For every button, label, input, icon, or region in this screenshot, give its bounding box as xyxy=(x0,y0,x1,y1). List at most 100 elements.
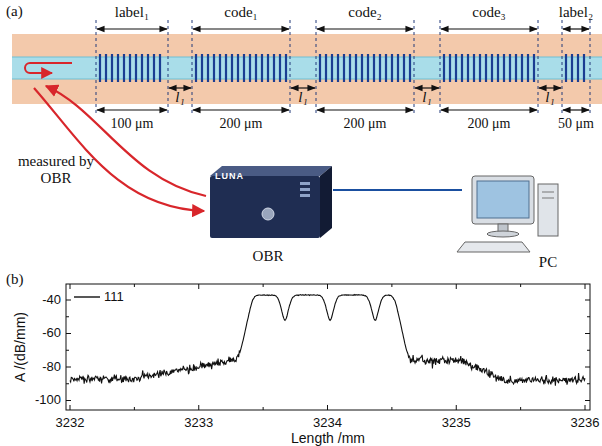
boundary-dash xyxy=(414,20,415,116)
grating-line xyxy=(225,54,227,82)
grating-line xyxy=(373,54,375,82)
grating-line xyxy=(243,54,245,82)
pc-tower xyxy=(538,184,558,236)
reflection-trace xyxy=(70,294,585,385)
legend-line-sample xyxy=(74,296,100,297)
measure-arrow xyxy=(34,88,204,211)
grating-line xyxy=(515,54,517,82)
grating-line xyxy=(325,54,327,82)
tick-label: 3232 xyxy=(56,416,85,431)
boundary-dash xyxy=(538,20,539,116)
grating-line xyxy=(491,54,493,82)
boundary-dash xyxy=(440,20,441,116)
axis-tick xyxy=(198,284,199,289)
grating-line xyxy=(237,54,239,82)
grating-line xyxy=(159,54,161,82)
axis-tick xyxy=(585,400,590,401)
axis-tick xyxy=(263,407,264,410)
gap-length: l₁ xyxy=(175,89,184,106)
monitor-base xyxy=(487,231,519,237)
grating-line xyxy=(337,54,339,82)
computer: PC xyxy=(462,170,572,273)
axis-tick xyxy=(66,333,71,334)
axis-tick xyxy=(585,284,586,289)
grating-line xyxy=(123,54,125,82)
grating-line xyxy=(361,54,363,82)
grating-line xyxy=(255,54,257,82)
boundary-dash xyxy=(316,20,317,116)
tick-label: 3234 xyxy=(313,416,342,431)
section-arrow xyxy=(193,28,289,29)
section-name: label₂ xyxy=(559,4,593,21)
monitor-screen xyxy=(477,181,529,218)
dimension: 200 μm xyxy=(220,116,263,132)
axis-tick xyxy=(456,405,457,410)
axis-tick xyxy=(263,284,264,287)
section-arrow xyxy=(563,28,589,29)
gap-arrow xyxy=(291,87,315,88)
dimension: 200 μm xyxy=(344,116,387,132)
device-name: OBR xyxy=(253,248,284,265)
grating-line xyxy=(385,54,387,82)
axis-tick xyxy=(66,316,69,317)
boundary-dash xyxy=(96,20,97,116)
grating-line xyxy=(467,54,469,82)
grating-line xyxy=(153,54,155,82)
gap-arrow xyxy=(539,87,561,88)
grating-line xyxy=(533,54,535,82)
grating-line xyxy=(509,54,511,82)
length-arrow xyxy=(193,109,289,110)
axis-tick xyxy=(70,405,71,410)
axis-tick xyxy=(66,400,71,401)
axis-tick xyxy=(520,284,521,287)
boundary-dash xyxy=(290,20,291,116)
grating-line xyxy=(201,54,203,82)
keyboard xyxy=(457,242,530,252)
device-light xyxy=(300,188,310,191)
axis-tick xyxy=(585,405,586,410)
grating-line xyxy=(261,54,263,82)
grating-line xyxy=(521,54,523,82)
section-name: code₃ xyxy=(472,4,506,21)
grating-line xyxy=(319,54,321,82)
axis-tick xyxy=(327,405,328,410)
tick-label: 3236 xyxy=(571,416,600,431)
length-arrow xyxy=(317,109,413,110)
section-arrow xyxy=(317,28,413,29)
gap-length: l₁ xyxy=(422,89,431,106)
grating-line xyxy=(455,54,457,82)
section-arrow xyxy=(441,28,537,29)
tick-label: 3233 xyxy=(184,416,213,431)
measure-note: measured by OBR xyxy=(15,153,97,188)
axis-tick xyxy=(66,300,71,301)
grating-line xyxy=(111,54,113,82)
plot-frame xyxy=(66,284,590,410)
length-arrow xyxy=(97,109,167,110)
tick-label: -100 xyxy=(35,393,61,408)
panel-label: (b) xyxy=(6,271,24,288)
grating-line xyxy=(503,54,505,82)
axis-tick xyxy=(585,333,590,334)
grating-line xyxy=(195,54,197,82)
section-arrow xyxy=(97,28,167,29)
dimension-group xyxy=(96,20,590,116)
grating-line xyxy=(141,54,143,82)
axis-tick xyxy=(520,407,521,410)
boundary-dash xyxy=(590,20,591,116)
grating-line xyxy=(577,54,579,82)
dimension: 50 μm xyxy=(558,116,594,132)
device-front xyxy=(210,176,320,238)
grating-line xyxy=(213,54,215,82)
device-light xyxy=(300,194,310,197)
grating-line xyxy=(147,54,149,82)
axis-tick xyxy=(585,300,590,301)
brand-text: LUNA xyxy=(215,171,244,181)
grating-line xyxy=(403,54,405,82)
grating-group xyxy=(100,54,584,82)
axis-tick xyxy=(198,405,199,410)
gap-arrow xyxy=(169,87,191,88)
tick-label: -40 xyxy=(42,293,61,308)
boundary-dash xyxy=(168,20,169,116)
panel-label: (a) xyxy=(6,3,23,20)
